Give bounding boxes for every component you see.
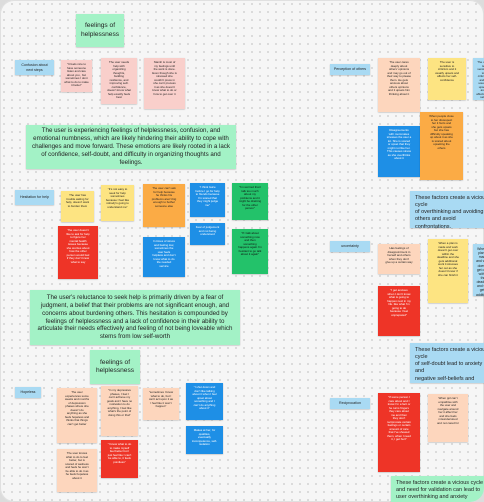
sticky-note[interactable]: When ppl can't empathise with the user a… [428, 394, 468, 442]
sticky-note[interactable]: "If some person I care about and I know … [378, 393, 420, 472]
sticky-note[interactable]: The user can't ask for help because he t… [143, 184, 185, 227]
sticky-note[interactable]: Fear of judgement and not being understo… [190, 223, 225, 245]
sticky-note[interactable]: The user has trouble asking for help, do… [61, 191, 94, 222]
sticky-note[interactable]: The user experiences some weeks and mont… [57, 388, 97, 443]
insight-summary-1[interactable]: The user is experiencing feelings of hel… [26, 125, 236, 169]
sticky-note[interactable]: The user knows what to do to feel better… [57, 449, 97, 492]
sticky-note[interactable]: "I'm worried that I talk too much about … [232, 183, 268, 220]
insight-summary-right-2[interactable]: These factors create a vicious cycle of … [410, 343, 484, 383]
cluster-label-confusion[interactable]: Confusion about next steps [15, 60, 54, 75]
sticky-note[interactable]: When a plan is made and work doesn't get… [473, 244, 484, 296]
section-title-helplessness-2[interactable]: feelings of helplessness [90, 350, 140, 384]
sticky-note[interactable]: Makes at her, for qualities, eventually … [186, 426, 223, 454]
insight-summary-right-3[interactable]: These factors create a vicious cycle and… [391, 476, 484, 502]
sticky-note[interactable]: "I know what to do to make myself feel b… [101, 440, 138, 478]
sticky-note[interactable]: "It feels nice to have someone listen an… [61, 60, 92, 92]
sticky-note[interactable]: The user doesn't like to ask for help to… [58, 226, 98, 279]
sticky-note[interactable]: The user is sensitive to criticism and i… [428, 58, 466, 100]
insight-summary-2[interactable]: The user's reluctance to seek help is pr… [30, 290, 240, 345]
cluster-label-hesitation[interactable]: Hesitation for help [15, 190, 54, 205]
cluster-label-hopeless[interactable]: Hopeless [15, 387, 41, 398]
sticky-note[interactable]: Niamh is most of my feelings until the w… [144, 58, 185, 109]
sticky-note[interactable]: "I shut down and don't like talking abou… [186, 383, 223, 420]
cluster-label-perception[interactable]: Perception of others [330, 64, 370, 75]
cluster-label-reciprocation[interactable]: Reciprocation [330, 398, 370, 409]
sticky-note[interactable]: The user is sensitive to criticism and i… [473, 58, 484, 100]
sticky-note[interactable]: Has feelings of disappointment in hersel… [378, 244, 420, 274]
sticky-note[interactable]: "If I talk about something now and then … [232, 229, 268, 274]
sticky-note[interactable]: "I get anxious when I don't know what is… [378, 286, 420, 336]
insight-summary-right-1[interactable]: These factors create a vicious cycle of … [410, 191, 484, 228]
sticky-note[interactable]: The user needs help with organizing thou… [101, 58, 137, 104]
cluster-label-uncertainty[interactable]: uncertainty [330, 241, 370, 252]
sticky-note[interactable]: When a plan is made and work doesn't get… [428, 239, 468, 303]
sticky-note[interactable]: When people close to her disrespect her … [420, 112, 463, 180]
sticky-note[interactable]: Disagreements with roommates stresses th… [378, 126, 420, 177]
sticky-note[interactable]: In times of stress and feeling low, some… [143, 237, 185, 277]
sticky-note[interactable]: "sometimes I know what to do, but I can'… [143, 388, 179, 420]
sticky-note[interactable]: "In my depressive phases, I feel I can't… [101, 386, 138, 436]
section-title-helplessness-1[interactable]: feelings of helplessness [76, 14, 124, 47]
sticky-note[interactable]: "It's not easy to seek for help sometime… [101, 185, 134, 221]
sticky-note[interactable]: "I think twice before I go for help to f… [190, 183, 225, 217]
sticky-note[interactable]: The user cares deeply about others' opin… [378, 58, 420, 112]
